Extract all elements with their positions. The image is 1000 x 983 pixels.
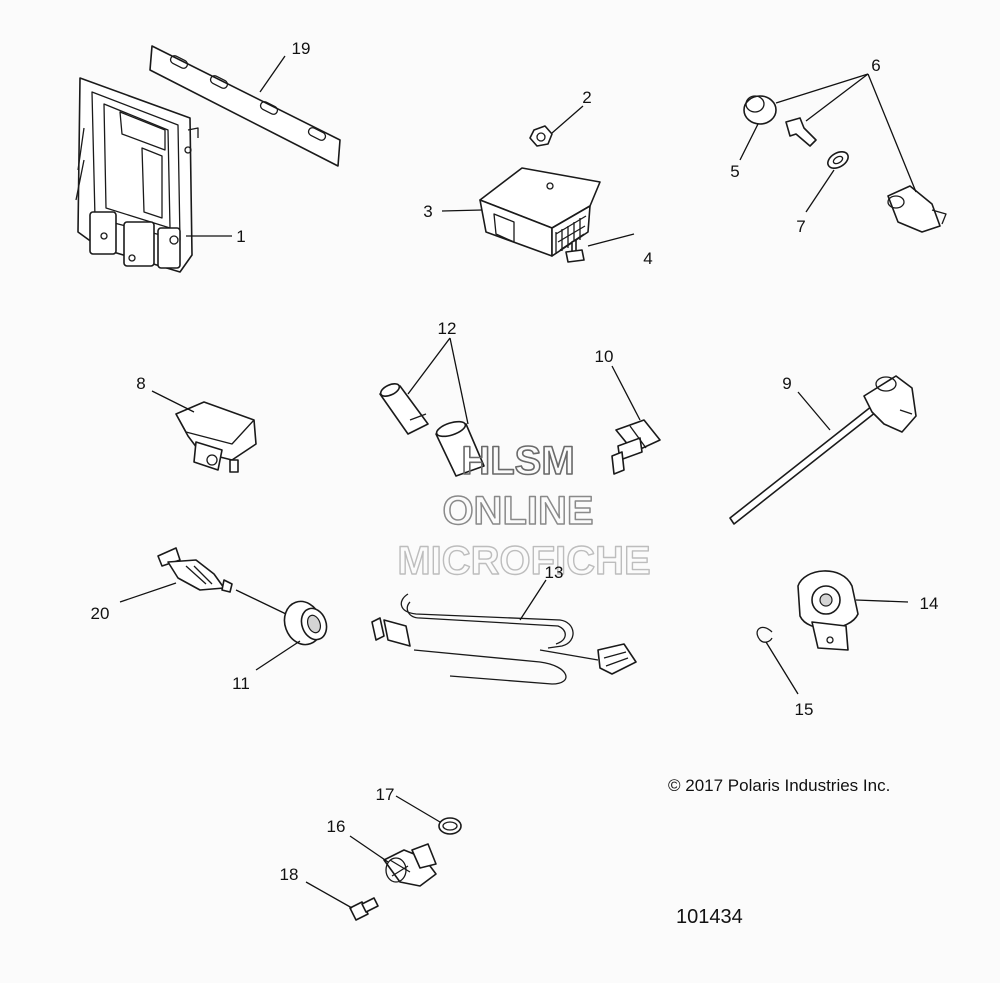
o-ring-part[interactable] (438, 817, 462, 835)
figure-number: 101434 (676, 906, 743, 928)
wire-harness-part[interactable] (371, 593, 637, 685)
screw-part-4[interactable] (565, 239, 585, 263)
temp-sensor-part[interactable] (611, 419, 661, 475)
cylinder-part-12b[interactable] (435, 419, 485, 477)
callout-5: 5 (730, 162, 739, 181)
cap-part[interactable] (743, 95, 777, 125)
watermark: HLSM ONLINE MICROFICHE (397, 438, 652, 584)
ecu-module-part[interactable] (75, 77, 199, 273)
callout-14: 14 (920, 594, 939, 613)
regulator-part[interactable] (479, 167, 601, 257)
leader-lines (119, 55, 917, 909)
bracket-strap-part[interactable] (149, 45, 341, 167)
callout-1: 1 (236, 227, 245, 246)
callout-labels: 1 2 3 4 5 6 7 8 9 10 11 12 13 14 15 16 1… (91, 39, 939, 884)
cylinder-part-12a[interactable] (379, 381, 429, 435)
grommet-part[interactable] (279, 596, 331, 650)
probe-sensor-part[interactable] (729, 375, 917, 525)
elbow-sensor-part[interactable] (383, 843, 437, 887)
watermark-line-2: ONLINE (442, 489, 593, 533)
callout-8: 8 (136, 374, 145, 393)
watermark-line-1: HLSM (461, 439, 574, 483)
callout-12: 12 (438, 319, 457, 338)
copyright-notice: © 2017 Polaris Industries Inc. (668, 776, 890, 795)
sensor-end-part[interactable] (887, 185, 947, 233)
callout-18: 18 (280, 865, 299, 884)
callout-2: 2 (582, 88, 591, 107)
callout-16: 16 (327, 817, 346, 836)
callout-10: 10 (595, 347, 614, 366)
callout-7: 7 (796, 217, 805, 236)
bulb-part[interactable] (157, 547, 233, 593)
nut-part[interactable] (529, 125, 553, 147)
callout-9: 9 (782, 374, 791, 393)
washer-part[interactable] (825, 148, 851, 171)
callout-19: 19 (292, 39, 311, 58)
callout-3: 3 (423, 202, 432, 221)
callout-13: 13 (545, 563, 564, 582)
map-sensor-part[interactable] (175, 401, 257, 473)
callout-4: 4 (643, 249, 652, 268)
bolt-part[interactable] (349, 897, 379, 921)
knock-sensor-part[interactable] (797, 570, 859, 651)
clip-part[interactable] (756, 626, 773, 643)
callout-11: 11 (232, 674, 250, 693)
callout-20: 20 (91, 604, 110, 623)
watermark-line-3: MICROFICHE (397, 539, 650, 583)
callout-6: 6 (871, 56, 880, 75)
key-tab-part[interactable] (785, 117, 817, 147)
callout-15: 15 (795, 700, 814, 719)
callout-17: 17 (376, 785, 395, 804)
